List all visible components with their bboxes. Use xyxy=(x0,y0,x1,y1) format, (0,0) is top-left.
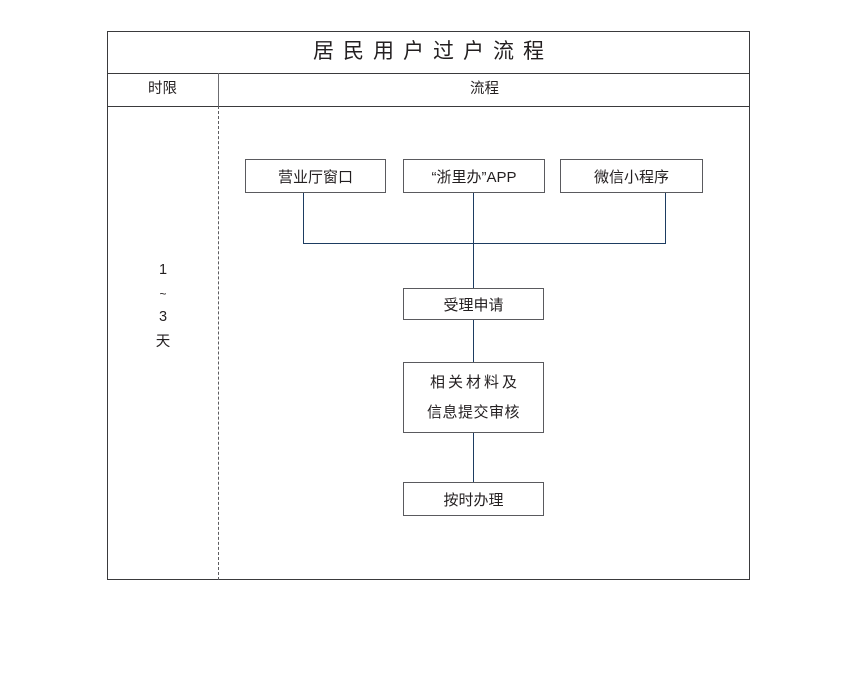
connector-hall-drop xyxy=(302,193,305,244)
flow-node-label: 营业厅窗口 xyxy=(277,168,353,186)
flow-node-accept-application[interactable]: 受理申请 xyxy=(403,288,544,320)
flow-node-label: “浙里办”APP xyxy=(431,168,517,186)
page-title: 居民用户过户流程 xyxy=(313,40,553,63)
flow-node-label: 微信小程序 xyxy=(593,168,669,186)
duration-separator: ~ xyxy=(159,287,167,301)
connector-merge-bar xyxy=(302,242,666,245)
column-header-time-limit: 时限 xyxy=(148,81,177,97)
connector-to-accept xyxy=(472,242,475,289)
duration-unit: 天 xyxy=(155,334,171,350)
duration-cell: 1 ~ 3 天 xyxy=(118,258,208,355)
connector-app-drop xyxy=(472,193,475,244)
connector-to-handle xyxy=(472,432,475,483)
column-divider-dashed xyxy=(218,106,219,580)
duration-to: 3 xyxy=(158,309,168,325)
column-header-process: 流程 xyxy=(470,81,499,97)
connector-to-submit xyxy=(472,319,475,363)
connector-wechat-drop xyxy=(664,193,667,244)
flow-node-label-line1: 相关材料及 xyxy=(429,373,520,391)
table-header-rule-bottom xyxy=(107,106,750,107)
flow-node-label: 按时办理 xyxy=(443,491,504,509)
flow-node-zhelliban-app[interactable]: “浙里办”APP xyxy=(403,159,545,193)
table-header-rule-top xyxy=(107,73,750,74)
column-divider-header xyxy=(218,73,219,106)
flow-node-label: 受理申请 xyxy=(443,296,504,314)
flow-node-submit-materials[interactable]: 相关材料及 信息提交审核 xyxy=(403,362,544,433)
flow-node-wechat-miniprogram[interactable]: 微信小程序 xyxy=(560,159,703,193)
duration-from: 1 xyxy=(158,262,168,278)
flow-node-process-on-time[interactable]: 按时办理 xyxy=(403,482,544,516)
table-frame xyxy=(107,31,750,580)
flow-node-label-line2: 信息提交审核 xyxy=(426,403,520,421)
flow-node-service-hall[interactable]: 营业厅窗口 xyxy=(245,159,386,193)
